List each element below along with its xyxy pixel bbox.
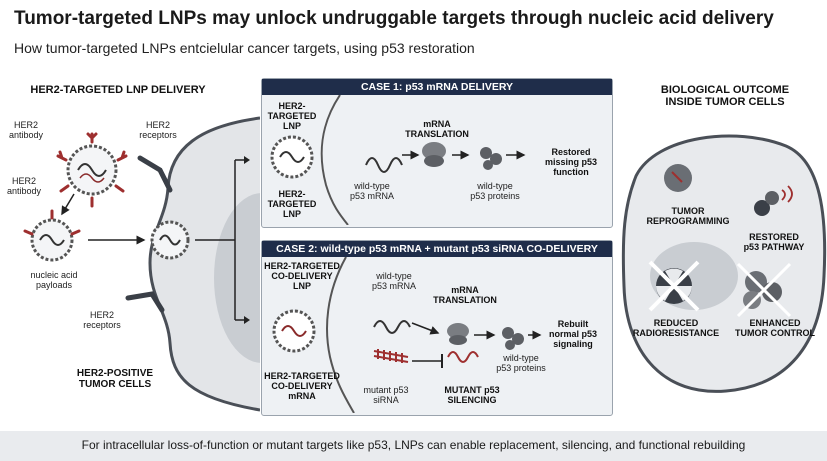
her2-antibody-label-1: HER2 antibody	[8, 120, 44, 140]
case2-proteins	[502, 327, 524, 350]
restored-pathway-label: RESTORED p53 PATHWAY	[743, 232, 805, 252]
page-title: Tumor-targeted LNPs may unlock undruggab…	[14, 8, 774, 29]
case1-outcome-label: Restored missing p53 function	[544, 147, 598, 177]
case2-proteins-label: wild-type p53 proteins	[496, 353, 546, 373]
case2-mutant-mrna	[447, 351, 479, 363]
case2-sirna	[373, 349, 409, 363]
lnp-with-antibodies-1	[56, 132, 128, 208]
case1-mrna-label: wild-type p53 mRNA	[349, 181, 394, 201]
case1-proteins-label: wild-type p53 proteins	[470, 181, 520, 201]
her2-receptor-top	[137, 155, 173, 193]
case2-sirna-label: mutant p53 siRNA	[363, 385, 409, 405]
case1-mrna-strand	[365, 157, 403, 173]
branch-bracket	[195, 159, 248, 321]
case1-ribosome	[422, 142, 446, 167]
lnp-at-membrane	[150, 220, 190, 260]
tumor-cells-label: HER2-POSITIVE TUMOR CELLS	[76, 368, 154, 390]
her2-delivery-illustration	[23, 116, 260, 412]
radioresistance-label: REDUCED RADIORESISTANCE	[632, 318, 720, 338]
her2-receptors-top-label: HER2 receptors	[139, 120, 177, 140]
her2-receptors-bottom-label: HER2 receptors	[83, 310, 121, 330]
left-panel-heading: HER2-TARGETED LNP DELIVERY	[30, 84, 206, 96]
case1-lnp	[270, 135, 314, 179]
case2-mrna-label: wild-type p53 mRNA	[371, 271, 416, 291]
lnp-with-antibodies-2	[23, 209, 81, 262]
case2-silencing-label: MUTANT p53 SILENCING	[444, 385, 500, 405]
case1-heading: CASE 1: p53 mRNA DELIVERY	[262, 79, 612, 95]
right-panel-heading: BIOLOGICAL OUTCOME INSIDE TUMOR CELLS	[660, 84, 790, 108]
outcome-cell-illustration	[621, 134, 827, 393]
case2-translation-label: mRNA TRANSLATION	[433, 285, 497, 305]
case2-mrna-strand	[373, 320, 411, 334]
tumor-control-label: ENHANCED TUMOR CONTROL	[735, 318, 815, 338]
case1-translation-label: mRNA TRANSLATION	[405, 119, 469, 139]
case2-lnp-top-label: HER2-TARGETED CO-DELIVERY LNP	[264, 261, 340, 291]
page-subtitle: How tumor-targeted LNPs entcielular canc…	[14, 40, 475, 56]
case2-lnp	[272, 309, 316, 353]
case2-illustration	[272, 257, 542, 413]
case2-lnp-bottom-label: HER2-TARGETED CO-DELIVERY mRNA	[264, 371, 340, 401]
case1-illustration	[270, 95, 526, 225]
case2-heading: CASE 2: wild-type p53 mRNA + mutant p53 …	[262, 241, 612, 257]
case2-panel: CASE 2: wild-type p53 mRNA + mutant p53 …	[261, 240, 613, 416]
case2-outcome-label: Rebuilt normal p53 signaling	[548, 319, 597, 349]
case1-proteins	[480, 147, 502, 170]
tumor-control-icon	[736, 262, 792, 318]
nucleic-acid-label: nucleic acid payloads	[30, 270, 78, 290]
case1-panel: CASE 1: p53 mRNA DELIVERY HER2- TARGETED…	[261, 78, 613, 228]
case2-ribosome	[447, 323, 469, 345]
reprogramming-label: TUMOR REPROGRAMMING	[646, 206, 730, 226]
restored-pathway-icon	[754, 185, 793, 216]
footer-caption: For intracellular loss-of-function or mu…	[0, 431, 827, 461]
her2-antibody-label-2: HER2 antibody	[6, 176, 42, 196]
radioresistance-icon	[648, 260, 700, 312]
arrow-lnp-down	[61, 193, 75, 216]
case1-lnp-top-label: HER2- TARGETED LNP	[267, 101, 317, 131]
reprogramming-icon	[664, 164, 692, 192]
her2-receptor-bottom	[125, 291, 165, 313]
case1-lnp-bottom-label: HER2- TARGETED LNP	[267, 189, 317, 219]
